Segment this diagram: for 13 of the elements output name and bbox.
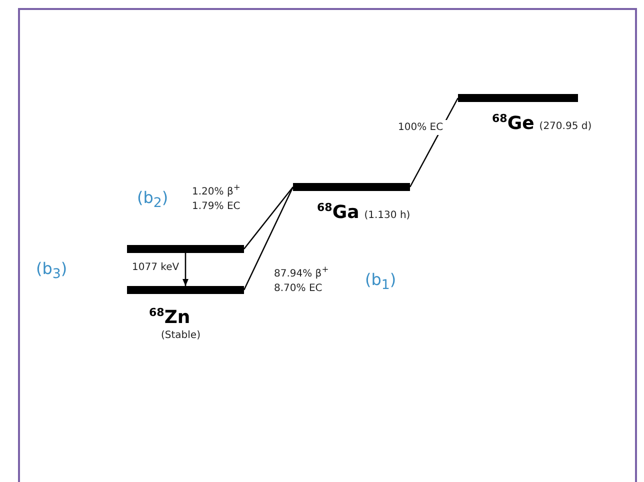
branch-label: (b$_{3}$): [36, 259, 68, 282]
half-life-label: (270.95 d): [539, 121, 592, 132]
half-life-label: (1.130 h): [364, 210, 410, 221]
edge-label: 1077 keV: [132, 261, 180, 275]
decay-line: [243, 186, 294, 290]
decay-line: [244, 186, 294, 250]
transition-arrow: [182, 253, 188, 286]
branch-label: (b$_{2}$): [137, 188, 168, 212]
isotope-label: $^{68}$Ga: [317, 201, 360, 223]
isotope-label: $^{68}$Ge: [492, 112, 534, 134]
half-life-label: (Stable): [161, 330, 200, 341]
isotope-label: $^{68}$Zn: [149, 306, 190, 328]
branch-label: (b$_{1}$): [365, 270, 396, 294]
